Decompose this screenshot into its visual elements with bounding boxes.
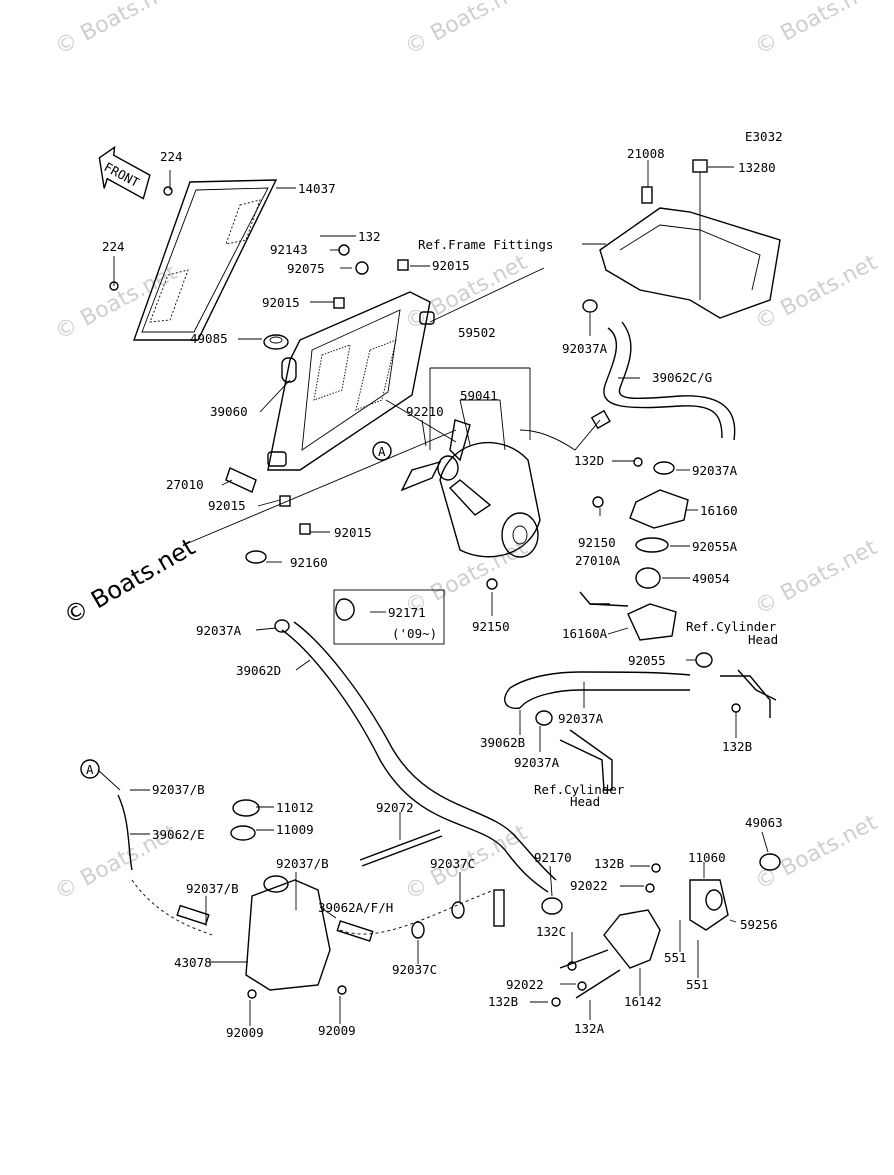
- radiator-cap: [263, 334, 289, 350]
- part-label: Ref.Cylinder: [534, 782, 625, 797]
- part-label: 132D: [574, 453, 604, 468]
- part-label: 224: [160, 149, 183, 164]
- part-label: 49054: [692, 571, 730, 586]
- watermark: © Boats.net: [51, 0, 182, 60]
- part-label: 92037C: [430, 856, 475, 871]
- part-label: 132A: [574, 1021, 605, 1036]
- watermark: © Boats.net: [751, 535, 882, 620]
- radiator: [267, 291, 435, 471]
- part-label: 59256: [740, 917, 778, 932]
- thermostat-housing: [589, 489, 689, 641]
- part-label: 43078: [174, 955, 212, 970]
- callout-a: A: [378, 444, 386, 459]
- part-label: 39062A/F/H: [318, 900, 393, 915]
- part-label: 92037/B: [276, 856, 329, 871]
- part-label: 92037/B: [186, 881, 239, 896]
- part-label: Head: [748, 632, 778, 647]
- part-label: Ref.Cylinder: [686, 619, 777, 634]
- part-label: 551: [686, 977, 709, 992]
- part-label: 92037A: [558, 711, 604, 726]
- front-label: FRONT: [102, 159, 143, 190]
- part-label: 92009: [318, 1023, 356, 1038]
- part-label: 39060: [210, 404, 248, 419]
- part-label: 132C: [536, 924, 566, 939]
- watermark: © Boats.net: [751, 0, 882, 60]
- part-label: 92055A: [692, 539, 738, 554]
- part-label: 13280: [738, 160, 776, 175]
- watermark: © Boats.net: [51, 260, 182, 345]
- part-label: 92009: [226, 1025, 264, 1040]
- part-label: 92037/B: [152, 782, 205, 797]
- part-label: 92075: [287, 261, 325, 276]
- part-label: Head: [570, 794, 600, 809]
- part-label: 16160: [700, 503, 738, 518]
- part-label: 11009: [276, 822, 314, 837]
- water-pump: [559, 853, 781, 999]
- part-label: 14037: [298, 181, 336, 196]
- watermark-large: © Boats.net: [59, 533, 200, 630]
- part-label: 92055: [628, 653, 666, 668]
- part-label: 92072: [376, 800, 414, 815]
- part-label: 21008: [627, 146, 665, 161]
- part-label: 92037A: [692, 463, 738, 478]
- part-label: 27010: [166, 477, 204, 492]
- part-label: 132B: [722, 739, 752, 754]
- frame-bracket: [599, 159, 781, 319]
- part-label: 92015: [334, 525, 372, 540]
- part-label: 92037A: [562, 341, 608, 356]
- small-fittings: [109, 186, 777, 1007]
- part-label: 132: [358, 229, 381, 244]
- part-label: 92037A: [196, 623, 242, 638]
- part-label: 132B: [488, 994, 518, 1009]
- callouts: A A: [80, 441, 392, 779]
- part-label: 92015: [208, 498, 246, 513]
- part-label: 39062B: [480, 735, 525, 750]
- part-label: 49085: [190, 331, 228, 346]
- part-label: Ref.Frame Fittings: [418, 237, 553, 252]
- part-label: 92171: [388, 605, 426, 620]
- part-labels: 224 14037 E3032 21008 13280 132 224 9214…: [102, 129, 783, 1040]
- part-label: 11060: [688, 850, 726, 865]
- part-label: 27010A: [575, 553, 621, 568]
- part-label: 59502: [458, 325, 496, 340]
- part-label: 39062/E: [152, 827, 205, 842]
- part-label: 92150: [578, 535, 616, 550]
- part-label: 39062D: [236, 663, 281, 678]
- front-arrow: FRONT: [98, 145, 151, 200]
- part-label: 92022: [570, 878, 608, 893]
- part-label: 92160: [290, 555, 328, 570]
- part-label: 16160A: [562, 626, 608, 641]
- part-label: 92015: [432, 258, 470, 273]
- part-label: ('09~): [392, 626, 437, 641]
- part-label: 92022: [506, 977, 544, 992]
- reservoir-tank: [230, 799, 331, 991]
- watermark: © Boats.net: [401, 0, 532, 60]
- part-label: 92210: [406, 404, 444, 419]
- part-label: 551: [664, 950, 687, 965]
- hoses: [117, 321, 736, 942]
- radiator-screen: [133, 179, 278, 341]
- part-label: 59041: [460, 388, 498, 403]
- leader-lines: [97, 160, 769, 1026]
- part-label: 224: [102, 239, 125, 254]
- part-label: 92143: [270, 242, 308, 257]
- diagram-code: E3032: [745, 129, 783, 144]
- part-label: 49063: [745, 815, 783, 830]
- part-label: 39062C/G: [652, 370, 712, 385]
- part-label: 11012: [276, 800, 314, 815]
- callout-a: A: [86, 762, 94, 777]
- fan-assembly: [400, 409, 611, 558]
- part-label: 92037C: [392, 962, 437, 977]
- part-label: 92015: [262, 295, 300, 310]
- part-label: 92037A: [514, 755, 560, 770]
- part-label: 132B: [594, 856, 624, 871]
- part-label: 92170: [534, 850, 572, 865]
- part-label: 92150: [472, 619, 510, 634]
- part-label: 16142: [624, 994, 662, 1009]
